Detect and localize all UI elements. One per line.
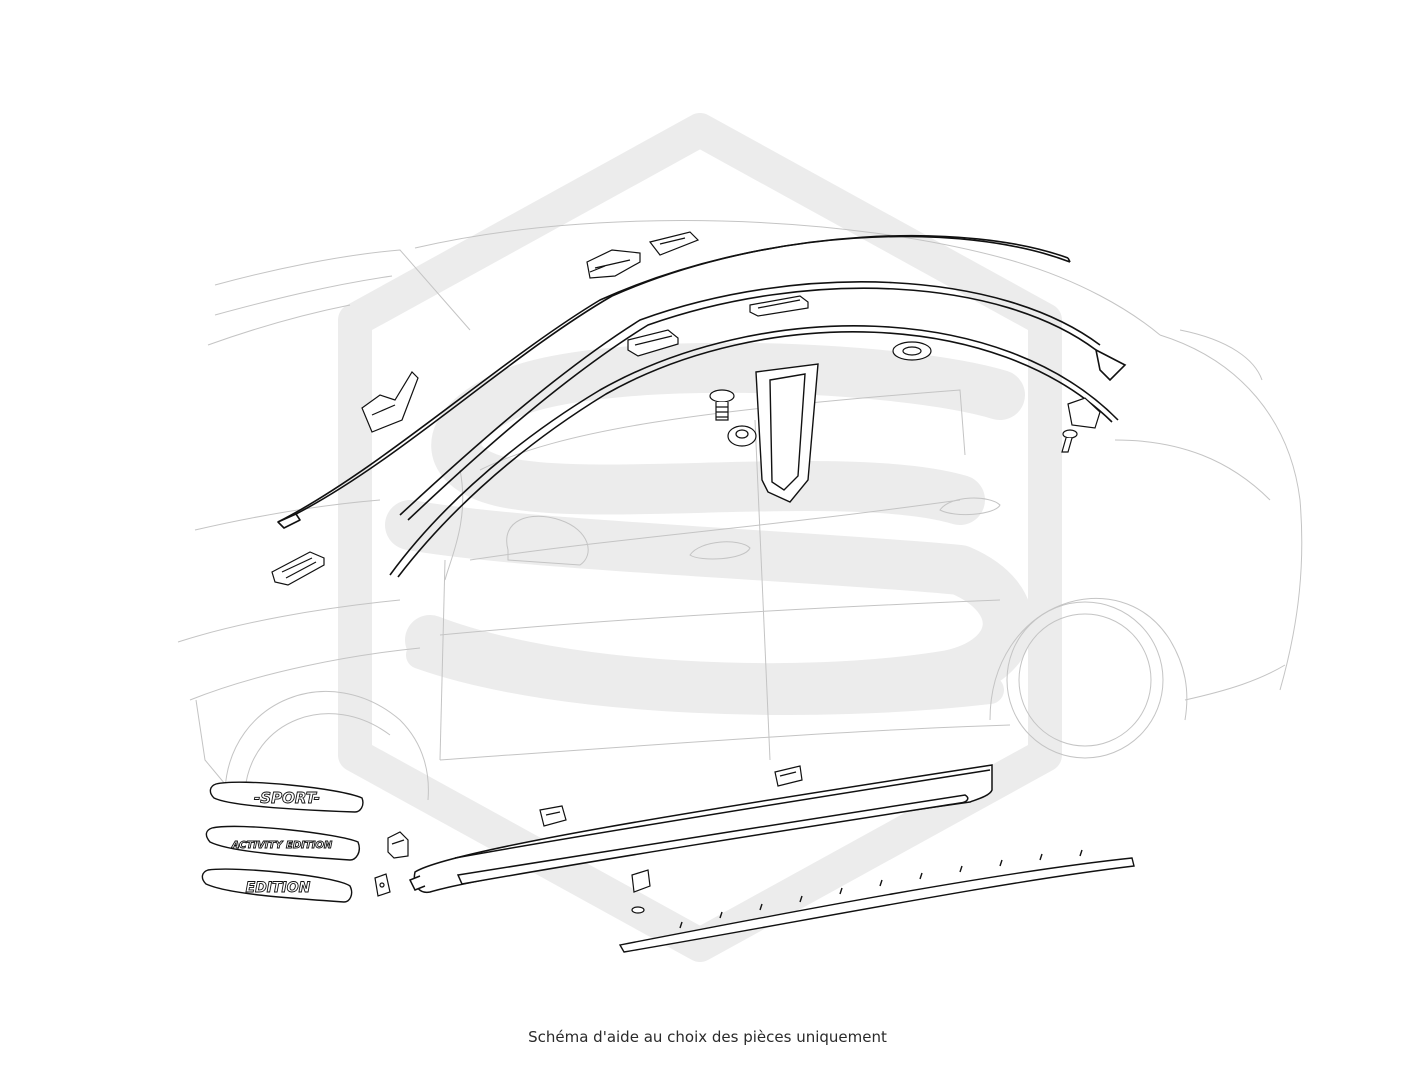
sill-push-pin	[631, 869, 651, 914]
badge-edition-text: EDITION	[246, 880, 311, 896]
badge-activity-text: ACTIVITY EDITION	[231, 840, 333, 851]
clip-lower-1	[387, 831, 409, 859]
grommet-clip	[892, 341, 932, 361]
badge-edition: EDITION	[201, 868, 353, 903]
sill-clip-1	[539, 805, 567, 827]
badge-activity-edition: ACTIVITY EDITION	[205, 825, 360, 861]
screw-rear	[1061, 429, 1078, 453]
clip-mid-2	[749, 295, 809, 317]
badge-sport-text: -SPORT-	[254, 789, 320, 807]
window-frame-moulding	[389, 325, 1119, 578]
clip-mid-1	[627, 329, 679, 357]
side-sill-moulding	[408, 764, 993, 894]
roof-moulding-middle	[399, 281, 1127, 521]
clip-top-2	[648, 231, 700, 256]
push-clip	[727, 425, 757, 447]
end-cap-rear	[1067, 397, 1101, 429]
clip-front-pillar	[361, 371, 419, 433]
clip-top-1	[586, 249, 641, 279]
badge-sport: -SPORT-	[209, 781, 364, 813]
roof-moulding-outer	[277, 234, 1071, 529]
clip-lower-2	[374, 873, 391, 897]
b-pillar-trim	[755, 363, 819, 503]
lower-trim-strip	[618, 849, 1135, 953]
diagram-caption: Schéma d'aide au choix des pièces unique…	[528, 1028, 887, 1046]
clip-front-lower	[271, 551, 325, 586]
screw-fastener	[709, 389, 735, 421]
car-silhouette	[177, 219, 1303, 801]
sill-clip-2	[774, 765, 803, 787]
